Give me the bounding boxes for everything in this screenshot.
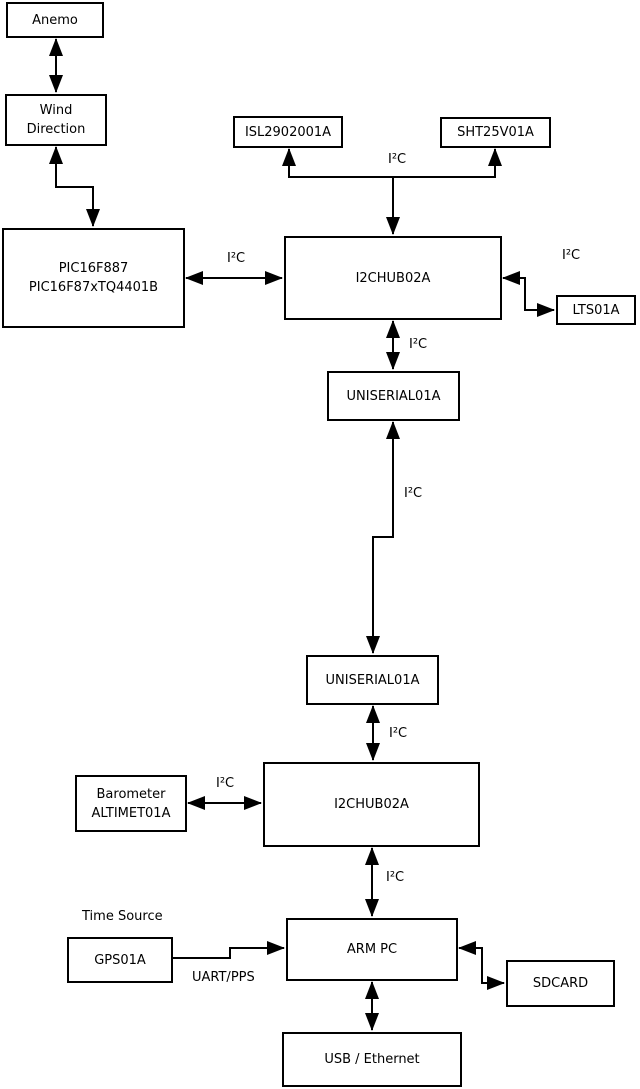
- node-uniserial01a-bottom: UNISERIAL01A: [306, 655, 439, 705]
- node-wind-direction-line2: Direction: [26, 122, 86, 137]
- node-sdcard: SDCARD: [506, 960, 615, 1007]
- node-i2chub02a-bottom-label: I2CHUB02A: [334, 797, 409, 812]
- node-sht25v01a: SHT25V01A: [440, 117, 551, 148]
- node-sdcard-label: SDCARD: [532, 976, 589, 991]
- node-i2chub02a-top-label: I2CHUB02A: [355, 270, 431, 286]
- edge-label-barometer-hub2-i2c: I²C: [216, 776, 235, 791]
- edge-label-uart-pps: UART/PPS: [192, 970, 255, 985]
- node-gps01a-label: GPS01A: [94, 952, 146, 968]
- node-isl2902001a-label: ISL2902001A: [244, 124, 332, 140]
- node-pic16f887: PIC16F887 PIC16F87xTQ4401B: [2, 228, 185, 328]
- node-wind-direction-line1: Wind: [39, 103, 73, 118]
- node-arm-pc: ARM PC: [286, 918, 458, 981]
- edge-label-bus-top-i2c: I²C: [388, 152, 407, 167]
- node-usb-ethernet-label: USB / Ethernet: [324, 1052, 420, 1067]
- connector-armpc-sdcard: [458, 941, 505, 990]
- node-barometer-altimet01a: Barometer ALTIMET01A: [75, 775, 187, 832]
- node-lts01a: LTS01A: [556, 295, 636, 325]
- node-isl2902001a: ISL2902001A: [233, 116, 343, 148]
- node-barometer-line1: Barometer: [96, 786, 166, 802]
- node-uniserial01a-top-label: UNISERIAL01A: [346, 388, 441, 404]
- edge-label-uniserial-link-i2c: I²C: [404, 486, 423, 501]
- connector-gps-armpc: [173, 941, 285, 959]
- node-barometer-line2: ALTIMET01A: [91, 805, 171, 821]
- connector-wind-pic: [49, 146, 100, 227]
- node-pic16f887-line2: PIC16F87xTQ4401B: [28, 280, 159, 295]
- node-uniserial01a-bottom-label: UNISERIAL01A: [325, 672, 420, 688]
- node-usb-ethernet: USB / Ethernet: [282, 1032, 462, 1087]
- node-anemo: Anemo: [6, 2, 104, 38]
- node-gps01a: GPS01A: [67, 937, 173, 983]
- node-anemo-label: Anemo: [32, 12, 78, 28]
- node-pic16f887-line1: PIC16F887: [58, 261, 129, 276]
- node-i2chub02a-bottom: I2CHUB02A: [263, 762, 480, 847]
- edge-label-hub2-armpc-i2c: I²C: [386, 870, 405, 885]
- edge-label-hub-uniserial-i2c: I²C: [409, 337, 428, 352]
- node-wind-direction: Wind Direction: [5, 94, 107, 146]
- node-arm-pc-label: ARM PC: [346, 942, 398, 957]
- node-uniserial01a-top: UNISERIAL01A: [327, 371, 460, 421]
- edge-label-uniserial-hub2-i2c: I²C: [389, 726, 408, 741]
- node-lts01a-label: LTS01A: [572, 302, 620, 318]
- edge-label-hub-lts-i2c: I²C: [562, 248, 581, 263]
- edge-label-time-source: Time Source: [82, 909, 163, 924]
- edge-label-pic-hub-i2c: I²C: [227, 251, 246, 266]
- connector-i2chub-top-lts: [502, 271, 555, 317]
- node-sht25v01a-label: SHT25V01A: [457, 125, 534, 140]
- node-i2chub02a-top: I2CHUB02A: [284, 236, 502, 320]
- connector-uniserial-top-uniserial-bottom: [366, 421, 400, 654]
